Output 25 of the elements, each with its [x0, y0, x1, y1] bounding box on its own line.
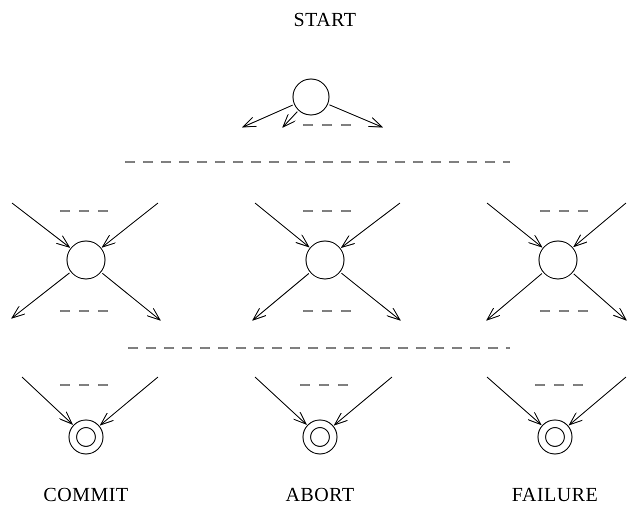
arrow	[22, 376, 73, 424]
arrow	[254, 376, 307, 425]
arrow	[486, 273, 542, 320]
state-label: COMMIT	[43, 484, 129, 506]
arrow	[254, 202, 310, 248]
arrow	[12, 272, 70, 318]
arrow	[100, 376, 158, 426]
arrow	[282, 111, 298, 128]
arrow	[102, 202, 158, 248]
arrow	[12, 202, 70, 248]
arrow	[573, 273, 626, 320]
arrow	[341, 202, 400, 248]
arrow	[340, 272, 400, 320]
state-label: START	[293, 9, 357, 31]
arrow	[102, 272, 160, 320]
arrow	[242, 104, 294, 128]
arrow	[252, 272, 310, 320]
arrow	[334, 376, 392, 426]
arrow	[569, 376, 626, 426]
arrow	[328, 104, 382, 128]
state-label: ABORT	[285, 484, 355, 506]
arrow	[574, 202, 626, 247]
state-label: FAILURE	[512, 484, 598, 506]
arrow	[486, 376, 542, 425]
arrow	[486, 202, 542, 248]
